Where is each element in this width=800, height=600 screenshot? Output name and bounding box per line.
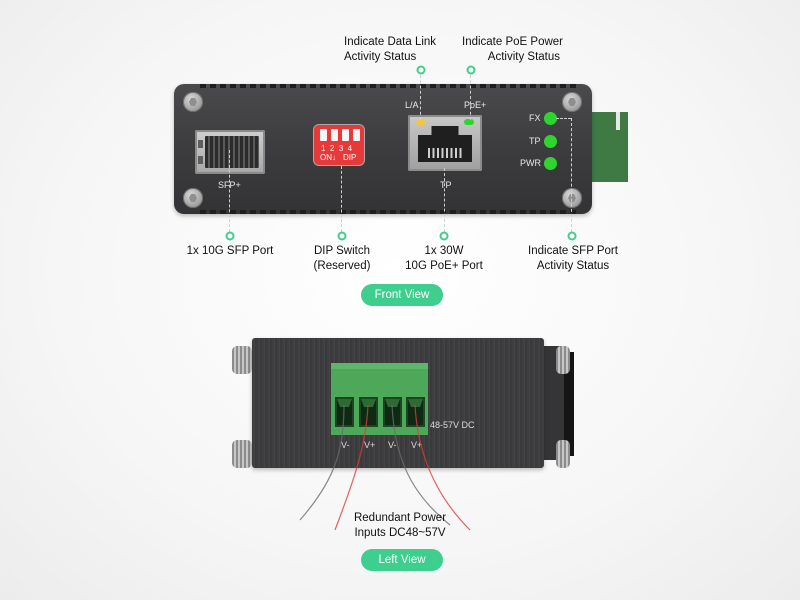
callout-text: 1x 10G SFP Port	[186, 245, 274, 257]
left-view-badge: Left View	[361, 549, 443, 571]
callout-sfp-status: Indicate SFP Port Activity Status	[528, 244, 618, 274]
callout-text: 1x 30W	[424, 245, 464, 257]
dip-switch: 1 2 3 4 ON↓ DIP	[314, 125, 364, 165]
callout-marker	[337, 231, 347, 241]
callout-poe-power-status: Indicate PoE Power Activity Status	[462, 35, 564, 65]
leader-line	[229, 150, 230, 232]
callout-sfp-port: 1x 10G SFP Port	[187, 244, 274, 259]
terminal-block-side	[592, 112, 628, 182]
terminal-label: V-	[341, 440, 350, 450]
poe-label: PoE+	[464, 100, 487, 110]
din-rail-clip	[564, 352, 574, 456]
mounting-knob	[232, 346, 252, 374]
dip-numbers: 1 2 3 4	[321, 144, 353, 153]
mounting-knob	[232, 440, 252, 468]
power-terminal-block	[331, 363, 428, 435]
screw-icon	[183, 188, 203, 208]
callout-data-link-status: Indicate Data Link Activity Status	[344, 35, 436, 65]
screw-icon	[562, 92, 582, 112]
link-activity-led	[416, 119, 426, 125]
callout-marker	[416, 65, 426, 75]
leader-line	[556, 118, 571, 119]
leader-line	[571, 118, 572, 232]
callout-marker	[439, 231, 449, 241]
vent-slots	[200, 84, 580, 88]
callout-text: (Reserved)	[313, 260, 371, 272]
callout-text: Activity Status	[487, 51, 560, 63]
vent-slots	[200, 210, 580, 214]
callout-text: Redundant Power	[353, 512, 447, 524]
leader-line	[444, 168, 445, 232]
leader-line	[341, 166, 342, 232]
front-view-badge: Front View	[361, 284, 443, 306]
rj45-pins	[428, 148, 462, 158]
poe-led	[464, 119, 474, 125]
terminal-top	[331, 363, 428, 369]
callout-marker	[567, 231, 577, 241]
callout-text: Activity Status	[536, 260, 610, 272]
terminal-label: V+	[411, 440, 423, 450]
mounting-knob	[556, 440, 570, 468]
mounting-knob	[556, 346, 570, 374]
led-label-pwr: PWR	[520, 158, 541, 168]
rj45-poe-port	[408, 115, 482, 171]
voltage-label: 48-57V DC	[430, 420, 475, 430]
callout-text: Indicate PoE Power	[462, 36, 564, 48]
led-label-tp: TP	[529, 136, 541, 146]
sfp-latch	[198, 140, 203, 148]
callout-poe-port: 1x 30W 10G PoE+ Port	[405, 244, 483, 274]
callout-dip-switch: DIP Switch (Reserved)	[314, 244, 371, 274]
terminal-label: V-	[388, 440, 397, 450]
sfp-latch	[198, 156, 203, 164]
fx-led	[544, 112, 557, 125]
terminal-slot	[406, 397, 425, 427]
leader-line	[470, 75, 471, 120]
dip-key	[353, 129, 360, 141]
callout-marker	[466, 65, 476, 75]
callout-text: Indicate SFP Port	[528, 245, 618, 257]
sfp-port	[195, 130, 265, 174]
callout-text: Inputs DC48~57V	[354, 527, 446, 539]
tp-port-label: TP	[440, 180, 452, 190]
screw-icon	[562, 188, 582, 208]
leader-line	[420, 75, 421, 120]
dip-on-label: ON↓	[320, 153, 336, 162]
dip-key	[331, 129, 338, 141]
pwr-led	[544, 157, 557, 170]
dip-key	[342, 129, 349, 141]
dip-key	[320, 129, 327, 141]
terminal-slot	[383, 397, 402, 427]
terminal-label: V+	[364, 440, 376, 450]
callout-redundant-power: Redundant Power Inputs DC48~57V	[354, 511, 446, 541]
tp-led	[544, 135, 557, 148]
dip-dip-label: DIP	[343, 153, 357, 162]
callout-text: Activity Status	[344, 51, 417, 63]
terminal-slot	[335, 397, 354, 427]
callout-marker	[225, 231, 235, 241]
callout-text: DIP Switch	[313, 245, 371, 257]
screw-icon	[183, 92, 203, 112]
sfp-cage	[205, 136, 259, 168]
callout-text: Indicate Data Link	[344, 36, 437, 48]
la-label: L/A	[405, 100, 419, 110]
led-label-fx: FX	[529, 113, 541, 123]
terminal-slot	[359, 397, 378, 427]
callout-text: 10G PoE+ Port	[405, 260, 483, 272]
side-bracket	[544, 346, 564, 460]
